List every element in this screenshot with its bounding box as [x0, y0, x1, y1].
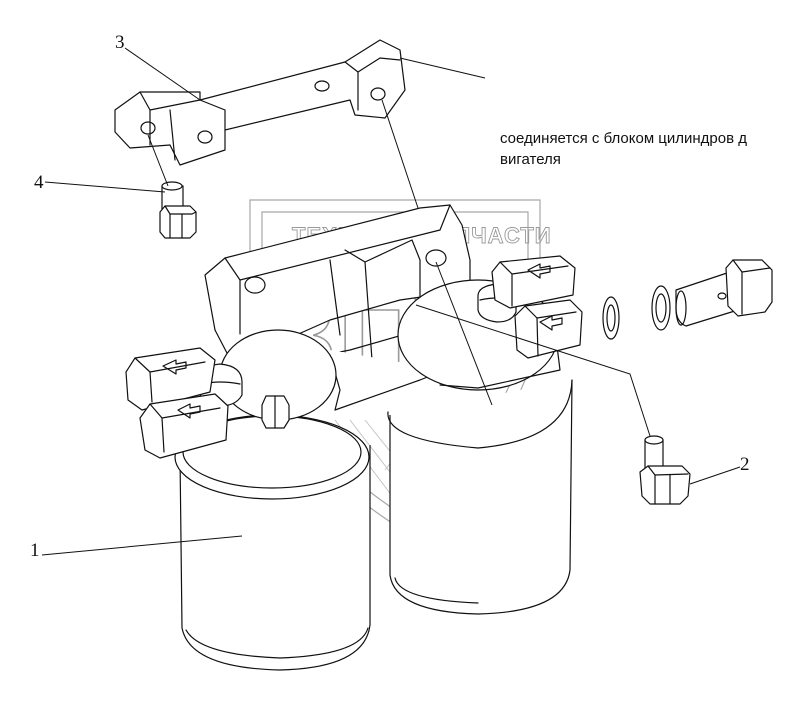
fitting-lower-right	[514, 299, 583, 359]
flow-arrow-icon	[177, 403, 201, 419]
filter-canister-left	[174, 414, 371, 671]
head-bore-left	[244, 276, 266, 294]
fitting-upper-right	[491, 255, 576, 309]
head-bore-right	[425, 249, 447, 267]
bracket-part-3	[114, 39, 406, 166]
bracket-hole-right	[370, 87, 386, 101]
callout-4: 4	[34, 172, 44, 193]
flow-arrow-icon	[527, 263, 551, 279]
bracket-hole-slot	[314, 80, 330, 92]
leader-bracket-axis	[381, 99, 419, 209]
bracket-hole-mid	[197, 130, 213, 144]
leader-3	[124, 47, 201, 101]
callout-3: 3	[115, 32, 125, 53]
bracket-hole-left	[140, 121, 156, 135]
fitting-upper-left	[125, 347, 216, 411]
note-line-2: вигателя	[500, 151, 561, 168]
leader-2-axis	[415, 304, 651, 437]
bolt-part-2	[639, 435, 691, 505]
callout-1: 1	[30, 540, 40, 561]
leader-lines	[41, 47, 741, 556]
leader-2	[689, 466, 741, 485]
leader-4-axis	[147, 134, 169, 187]
leader-1	[41, 535, 243, 556]
banjo-bolt	[675, 259, 773, 327]
washer-small	[602, 296, 620, 340]
filter-canister-right	[387, 379, 573, 615]
leader-head-axis	[435, 261, 493, 406]
fitting-lower-left	[139, 393, 229, 459]
note-line-1: соединяется с блоком цилиндров д	[500, 130, 747, 147]
washer-large	[651, 285, 671, 331]
leader-4	[44, 181, 166, 193]
filter-head	[199, 204, 561, 429]
bolt-part-4	[159, 181, 197, 239]
flow-arrow-icon	[162, 359, 187, 375]
leader-note	[399, 57, 486, 79]
callout-2: 2	[740, 454, 750, 475]
flow-arrow-icon	[539, 315, 563, 331]
